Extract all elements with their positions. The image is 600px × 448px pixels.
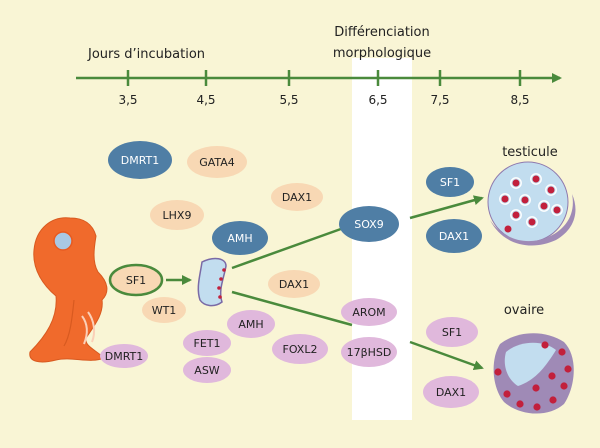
pill-sf1-ovary: SF1 bbox=[426, 317, 478, 347]
pill-dax1-mid-text: DAX1 bbox=[279, 278, 309, 291]
pill-sf1-testis: SF1 bbox=[426, 167, 474, 197]
ovary-follicles bbox=[494, 341, 572, 411]
testis-illustration bbox=[487, 161, 576, 246]
pill-asw-text: ASW bbox=[194, 364, 220, 377]
bipotential-gonad bbox=[197, 257, 227, 307]
arrow-gonad-to-ovary-path bbox=[231, 290, 353, 327]
pill-arom-text: AROM bbox=[352, 306, 385, 319]
embryo-eye bbox=[53, 231, 73, 251]
pill-gata4: GATA4 bbox=[187, 146, 247, 178]
pill-amh-pink: AMH bbox=[227, 310, 275, 338]
timeline-ticks bbox=[126, 70, 522, 86]
pill-17bhsd-text: 17βHSD bbox=[347, 346, 392, 359]
testis-label: testicule bbox=[502, 145, 558, 160]
pill-dmrt1-top: DMRT1 bbox=[108, 141, 172, 179]
pill-sox9-text: SOX9 bbox=[354, 218, 383, 231]
pill-wt1-text: WT1 bbox=[152, 304, 177, 317]
ovary-medulla bbox=[504, 342, 556, 386]
pill-dax1-testis: DAX1 bbox=[426, 219, 482, 253]
pill-dax1-testis-text: DAX1 bbox=[439, 230, 469, 243]
pill-sf1-ovary-text: SF1 bbox=[442, 326, 462, 339]
arrow-gonad-to-sox9 bbox=[231, 223, 353, 270]
arrow-to-ovary bbox=[409, 340, 484, 370]
band-label-line2: morphologique bbox=[333, 46, 431, 61]
band-label-line1: Différenciation bbox=[334, 25, 430, 40]
pill-sox9: SOX9 bbox=[339, 206, 399, 242]
testis-cords bbox=[501, 175, 561, 233]
pill-sf1-embryo: SF1 bbox=[108, 263, 164, 297]
tick-label-5-5: 5,5 bbox=[279, 93, 298, 107]
pill-dax1-upper-text: DAX1 bbox=[282, 191, 312, 204]
pill-dax1-ovary-text: DAX1 bbox=[436, 386, 466, 399]
pill-dax1-upper: DAX1 bbox=[271, 183, 323, 211]
pill-amh-pink-text: AMH bbox=[238, 318, 263, 331]
pill-dmrt1-top-text: DMRT1 bbox=[121, 154, 160, 167]
pill-wt1: WT1 bbox=[142, 297, 186, 323]
tick-label-7-5: 7,5 bbox=[430, 93, 449, 107]
pill-fet1-text: FET1 bbox=[194, 337, 221, 350]
tick-label-4-5: 4,5 bbox=[196, 93, 215, 107]
pill-sf1-embryo-text: SF1 bbox=[126, 274, 146, 287]
tick-label-8-5: 8,5 bbox=[510, 93, 529, 107]
pill-foxl2: FOXL2 bbox=[272, 334, 328, 364]
embryo-illustration bbox=[29, 217, 108, 363]
pill-dmrt1-low: DMRT1 bbox=[100, 344, 148, 368]
pill-foxl2-text: FOXL2 bbox=[283, 343, 318, 356]
ovary-label: ovaire bbox=[504, 303, 544, 318]
tick-label-6-5: 6,5 bbox=[368, 93, 387, 107]
tick-label-3-5: 3,5 bbox=[118, 93, 137, 107]
pill-amh-blue: AMH bbox=[212, 221, 268, 255]
pill-amh-blue-text: AMH bbox=[227, 232, 252, 245]
pill-asw: ASW bbox=[183, 357, 231, 383]
pill-lhx9-text: LHX9 bbox=[163, 209, 192, 222]
arrow-to-testis bbox=[409, 195, 484, 220]
pill-dax1-ovary: DAX1 bbox=[423, 376, 479, 408]
pill-17bhsd: 17βHSD bbox=[341, 337, 397, 367]
pill-arom: AROM bbox=[341, 298, 397, 326]
pill-dmrt1-low-text: DMRT1 bbox=[105, 350, 144, 363]
pill-fet1: FET1 bbox=[183, 330, 231, 356]
pill-dax1-mid: DAX1 bbox=[268, 270, 320, 298]
pill-sf1-testis-text: SF1 bbox=[440, 176, 460, 189]
timeline-title: Jours d’incubation bbox=[87, 47, 205, 62]
pill-gata4-text: GATA4 bbox=[199, 156, 235, 169]
pill-lhx9: LHX9 bbox=[150, 200, 204, 230]
ovary-illustration bbox=[493, 333, 574, 414]
